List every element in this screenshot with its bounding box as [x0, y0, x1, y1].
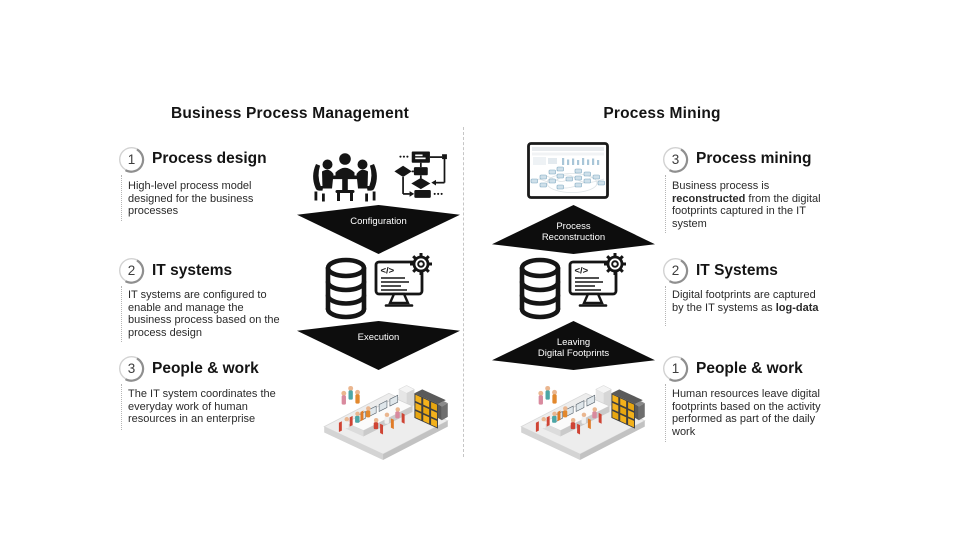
- process-mining-dashboard-icon: [527, 142, 609, 199]
- step-circle-1-right: 1: [662, 355, 689, 382]
- database-icon: [519, 257, 561, 320]
- step-circle-2-left: 2: [118, 257, 145, 284]
- step-dotted-line: [665, 286, 666, 326]
- step-dotted-line: [121, 175, 122, 221]
- step-circle-ring: [118, 146, 145, 173]
- step-circle-ring: [662, 146, 689, 173]
- step-dotted-line: [665, 175, 666, 233]
- configuration-arrow: Configuration: [297, 205, 460, 254]
- step-number: 3: [127, 361, 136, 376]
- gear-icon: [410, 253, 432, 275]
- step-circle-3-right: 3: [662, 146, 689, 173]
- step-number: 3: [671, 152, 680, 167]
- step-dotted-line: [121, 384, 122, 430]
- meeting-icon: [313, 153, 377, 202]
- heading-process-design: Process design: [152, 150, 267, 167]
- step-circle-1-left: 1: [118, 146, 145, 173]
- flowchart-icon: [394, 151, 447, 198]
- it-system-monitor-gear-icon: </>: [568, 253, 626, 307]
- step-number: 1: [127, 152, 136, 167]
- execution-arrow-label: Execution: [357, 332, 400, 343]
- step-number: 1: [671, 361, 680, 376]
- database-icon: [325, 257, 367, 320]
- svg-text:</>: </>: [381, 266, 395, 277]
- step-dotted-line: [121, 286, 122, 342]
- step-dotted-line: [665, 384, 666, 442]
- office-scene-illustration: [520, 384, 646, 460]
- office-scene-illustration: [323, 384, 449, 460]
- heading-people-work-right: People & work: [696, 360, 803, 377]
- step-circle-ring: [118, 355, 145, 382]
- step-circle-2-right: 2: [662, 257, 689, 284]
- step-circle-ring: [662, 355, 689, 382]
- svg-text:</>: </>: [575, 266, 589, 277]
- configuration-arrow-label: Configuration: [350, 216, 407, 227]
- heading-it-systems-left: IT systems: [152, 262, 233, 279]
- it-system-monitor-gear-icon: </>: [374, 253, 432, 307]
- step-circle-ring: [118, 257, 145, 284]
- step-circle-3-left: 3: [118, 355, 145, 382]
- heading-process-mining: Process mining: [696, 150, 812, 167]
- process-mining-panel-title: Process Mining: [603, 105, 721, 122]
- gear-icon: [604, 253, 626, 275]
- heading-it-systems-right: IT Systems: [696, 262, 778, 279]
- bpm-panel-title: Business Process Management: [171, 105, 409, 122]
- step-circle-ring: [662, 257, 689, 284]
- step-number: 2: [127, 263, 136, 278]
- center-divider: [463, 127, 464, 457]
- heading-people-work-left: People & work: [152, 360, 259, 377]
- step-number: 2: [671, 263, 680, 278]
